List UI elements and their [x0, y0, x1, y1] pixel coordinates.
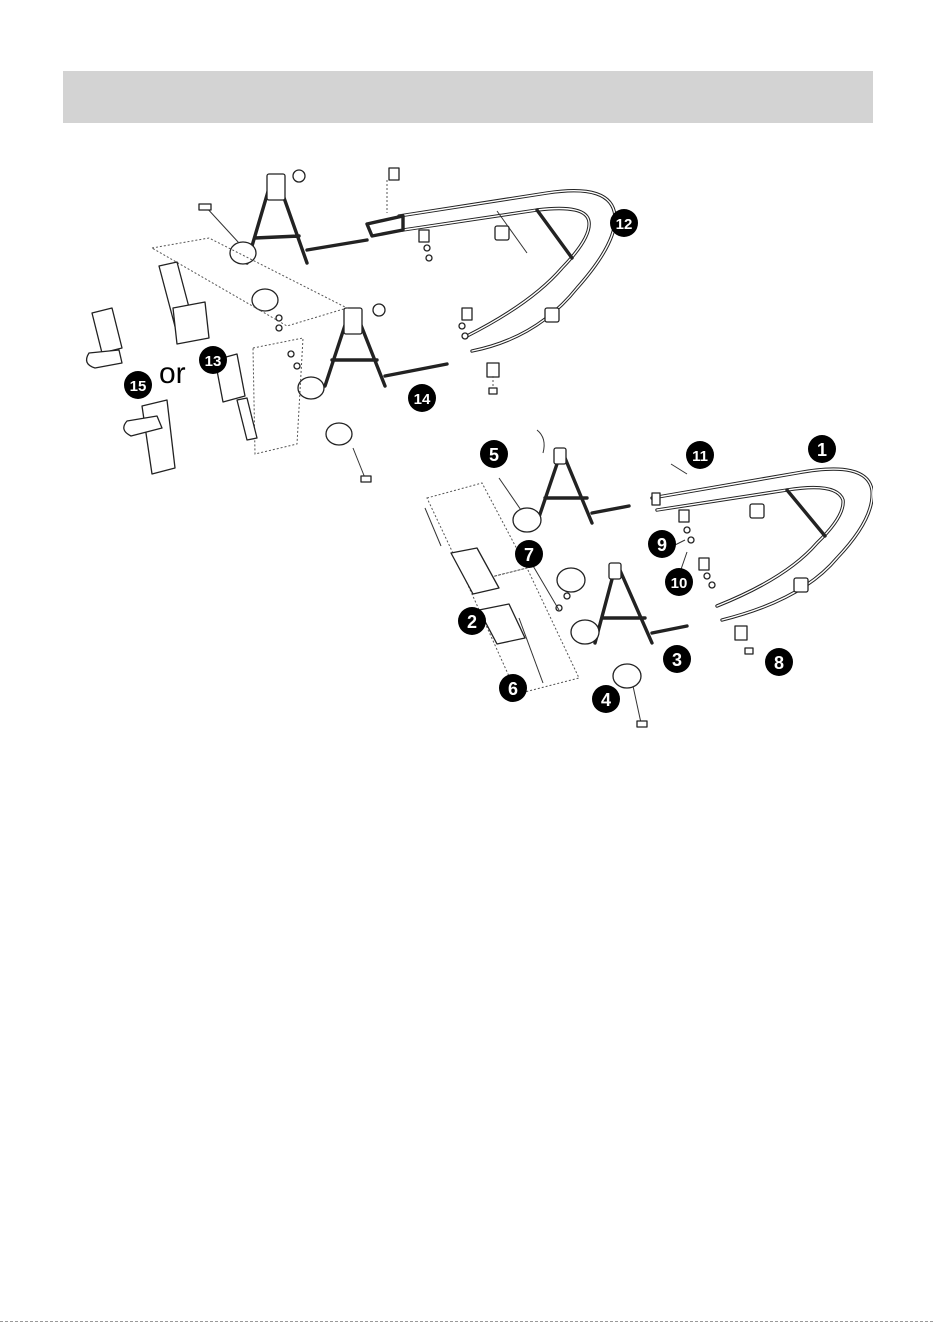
- leader-line: [671, 464, 687, 474]
- callout-8-label: 8: [774, 653, 784, 673]
- callout-12-label: 12: [616, 216, 633, 233]
- page-bottom-rule: [0, 1321, 933, 1322]
- callout-2-label: 2: [467, 612, 477, 632]
- callout-4: 4: [592, 685, 620, 713]
- rear-stand-assembly: [425, 430, 872, 727]
- callout-10: 10: [665, 568, 693, 596]
- callout-1-label: 1: [817, 440, 827, 460]
- callout-3: 3: [663, 645, 691, 673]
- callout-8: 8: [765, 648, 793, 676]
- callout-5: 5: [480, 440, 508, 468]
- header-bar: [63, 71, 873, 123]
- callout-6-label: 6: [508, 679, 518, 699]
- front-stand-assembly: [87, 168, 616, 482]
- callout-1: 1: [808, 435, 836, 463]
- callout-11-label: 11: [692, 448, 708, 465]
- callout-4-label: 4: [601, 690, 611, 710]
- callout-5-label: 5: [489, 445, 499, 465]
- callout-13: 13: [199, 346, 227, 374]
- callout-14: 14: [408, 384, 436, 412]
- callout-10-label: 10: [671, 575, 688, 592]
- callout-13-label: 13: [205, 353, 222, 370]
- callout-7-label: 7: [524, 545, 534, 565]
- callout-2: 2: [458, 607, 486, 635]
- callout-3-label: 3: [672, 650, 682, 670]
- callout-9-label: 9: [657, 535, 667, 555]
- callout-11: 11: [686, 441, 714, 469]
- callout-14-label: 14: [414, 391, 431, 408]
- callout-7: 7: [515, 540, 543, 568]
- callout-6: 6: [499, 674, 527, 702]
- exploded-parts-diagram: 1 2 3 4 5 6 7 8 9 10 11 12: [67, 138, 873, 738]
- callout-12: 12: [610, 209, 638, 237]
- callout-15: 15: [124, 371, 152, 399]
- callout-15-label: 15: [130, 378, 147, 395]
- or-label: or: [159, 357, 186, 390]
- callout-9: 9: [648, 530, 676, 558]
